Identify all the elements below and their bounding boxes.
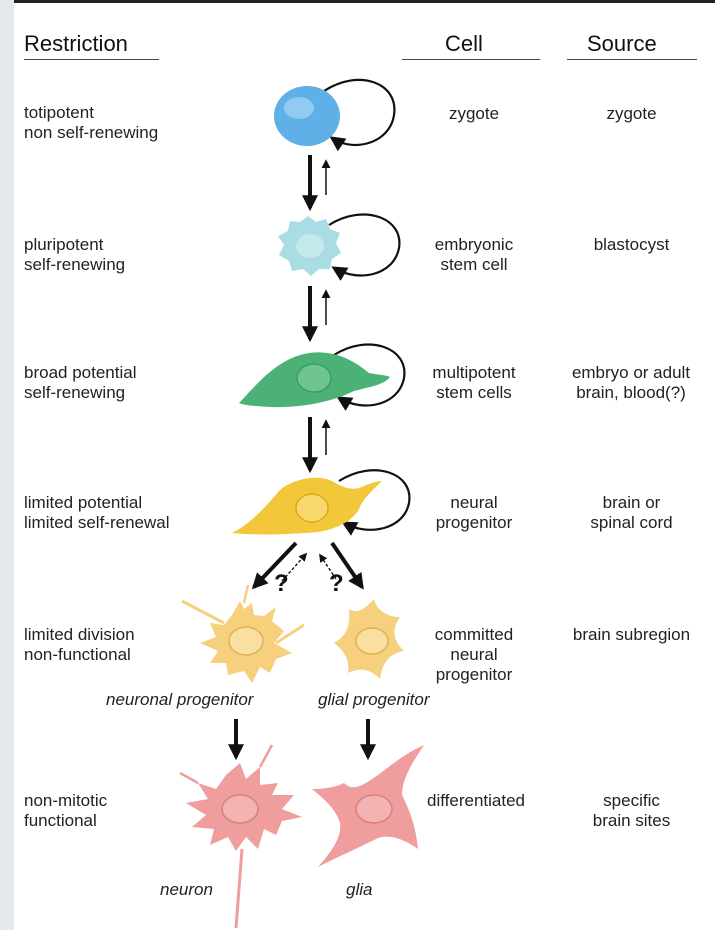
self-renewal-arrow <box>329 215 399 276</box>
glial-progenitor-name: glial progenitor <box>318 690 431 709</box>
embryonic-nucleus <box>296 234 324 258</box>
neuron-dendrite <box>180 773 198 783</box>
question-mark: ? <box>329 570 344 597</box>
neuronal-progenitor-name: neuronal progenitor <box>106 690 255 709</box>
lineage-drawing: ? ? neuronal progenitor glial progenitor <box>14 3 715 933</box>
side-strip <box>0 0 14 930</box>
neuronal-progenitor-nucleus <box>229 627 263 655</box>
neuron-nucleus <box>222 795 258 823</box>
neuron-name: neuron <box>160 880 213 899</box>
glia-nucleus <box>356 795 392 823</box>
neural-progenitor-nucleus <box>296 494 328 522</box>
neuron-dendrite <box>260 745 272 767</box>
neuronal-progenitor-process <box>244 585 248 603</box>
glia-name: glia <box>346 880 372 899</box>
neuron-axon <box>236 849 242 928</box>
figure-frame: Restriction Cell Source totipotent non s… <box>14 0 715 933</box>
question-mark: ? <box>274 570 289 597</box>
zygote-highlight <box>284 97 314 119</box>
neuronal-progenitor-process <box>182 601 224 623</box>
glial-progenitor-nucleus <box>356 628 388 654</box>
multipotent-nucleus <box>297 364 331 392</box>
